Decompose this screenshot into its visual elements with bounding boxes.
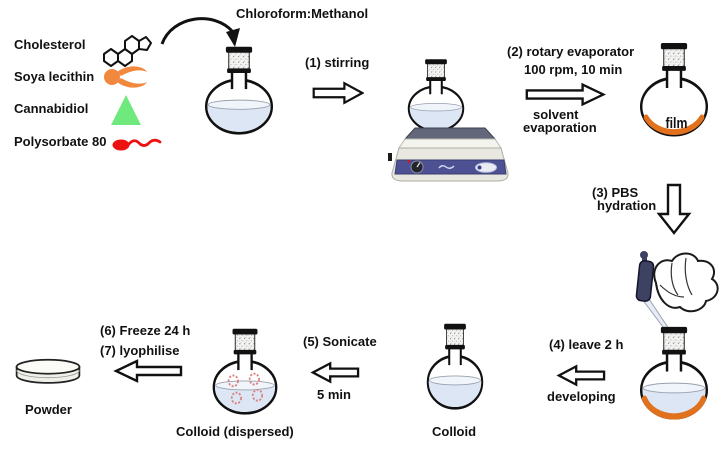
- legend-label-polysorbate: Polysorbate 80: [14, 134, 107, 149]
- arrow-step5: [310, 361, 360, 384]
- lecithin-icon: [104, 66, 147, 88]
- step3-line2: hydration: [597, 198, 657, 213]
- arrow-step4: [556, 364, 606, 387]
- step4-label: (4) leave 2 h: [549, 337, 624, 352]
- step4-below: developing: [547, 389, 616, 404]
- magnetic-stirrer: [388, 127, 509, 182]
- step67-line2: (7) lyophilise: [100, 343, 180, 358]
- flask-film: film: [639, 41, 709, 137]
- arrow-step67: [113, 359, 183, 383]
- polysorbate-icon: [112, 138, 162, 151]
- powder-label: Powder: [25, 402, 72, 417]
- step2-below2: evaporation: [523, 120, 597, 135]
- dispersed-particles: [227, 372, 264, 405]
- step2-line2: 100 rpm, 10 min: [524, 62, 623, 77]
- step5-label: (5) Sonicate: [303, 334, 377, 349]
- petri-dish: [15, 358, 81, 384]
- curved-arrow: [160, 17, 240, 47]
- flask-solvent: [204, 45, 274, 136]
- flask-hydrated: [639, 325, 709, 420]
- flask-stirring: [407, 58, 465, 133]
- step1-label: (1) stirring: [305, 55, 370, 70]
- cannabidiol-triangle-icon: [111, 95, 141, 125]
- pipette-body: [635, 260, 655, 302]
- arrow-step2: [525, 82, 607, 107]
- arrow-step1: [312, 81, 364, 105]
- arrow-step3-down: [656, 183, 692, 235]
- cholesterol-structure-icon: [103, 35, 152, 67]
- colloid-label: Colloid: [432, 424, 477, 439]
- glove: [653, 252, 719, 313]
- film-label: film: [666, 115, 688, 131]
- step67-line1: (6) Freeze 24 h: [100, 323, 191, 338]
- step2-below1: solvent: [533, 107, 579, 122]
- legend-label-cannabidiol: Cannabidiol: [14, 101, 89, 116]
- legend-label-cholesterol: Cholesterol: [14, 37, 86, 52]
- flask-colloid: [426, 322, 484, 411]
- solvent-label: Chloroform:Methanol: [236, 6, 369, 21]
- step2-line1: (2) rotary evaporator: [507, 44, 635, 59]
- colloid-dispersed-label: Colloid (dispersed): [176, 424, 294, 439]
- step5-below: 5 min: [317, 387, 351, 402]
- legend-label-soya-lecithin: Soya lecithin: [14, 69, 95, 84]
- step3-line1: (3) PBS: [592, 185, 639, 200]
- flask-colloid-dispersed: [212, 327, 278, 416]
- pipette-hand: [635, 251, 719, 332]
